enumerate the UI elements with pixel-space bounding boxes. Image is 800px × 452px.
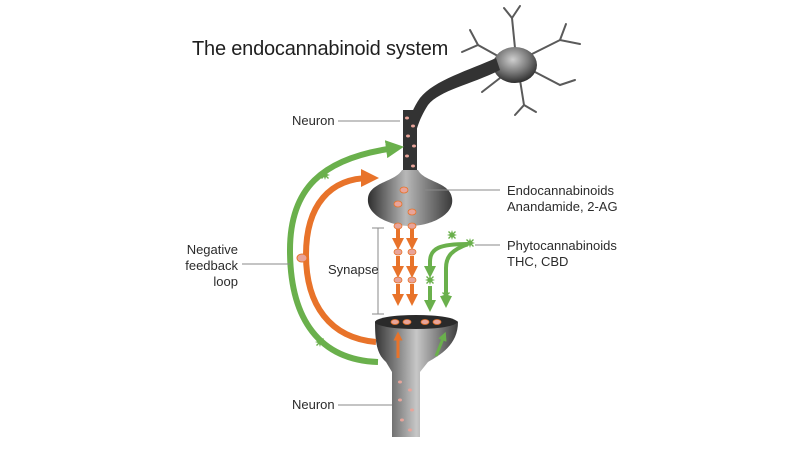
cannabis-leaf-icon xyxy=(314,336,326,348)
label-neuron-top: Neuron xyxy=(292,113,335,128)
diagram-title: The endocannabinoid system xyxy=(192,38,449,60)
label-negative-feedback-line1: Negative xyxy=(186,242,238,257)
vesicle-icon xyxy=(296,253,308,263)
leader-lines xyxy=(242,120,500,406)
phytocannabinoid-arrows xyxy=(424,242,469,312)
label-phytocannabinoids-line2: THC, CBD xyxy=(507,254,569,269)
top-neuron-soma xyxy=(461,5,581,116)
label-negative-feedback-loop: Negative feedback loop xyxy=(170,242,238,290)
label-endocannabinoids: Endocannabinoids Anandamide, 2-AG xyxy=(507,183,618,215)
cannabis-leaf-icon xyxy=(440,290,452,302)
label-endocannabinoids-line1: Endocannabinoids xyxy=(507,183,614,198)
cannabis-leaf-icon xyxy=(446,229,458,241)
label-endocannabinoids-line2: Anandamide, 2-AG xyxy=(507,199,618,214)
label-negative-feedback-line2: feedback xyxy=(185,258,238,273)
postsynaptic-terminal xyxy=(375,315,458,437)
top-axon-shaft xyxy=(403,110,417,180)
endocannabinoid-release-arrows xyxy=(392,228,418,306)
axon-vesicles xyxy=(398,116,416,432)
label-synapse: Synapse xyxy=(328,262,379,277)
top-axon xyxy=(404,58,500,170)
label-phytocannabinoids: Phytocannabinoids THC, CBD xyxy=(507,238,617,270)
postsynaptic-arrows xyxy=(393,331,447,358)
presynaptic-terminal xyxy=(367,170,453,226)
label-negative-feedback-line3: loop xyxy=(213,274,238,289)
synapse-bracket xyxy=(372,227,384,315)
label-neuron-bottom: Neuron xyxy=(292,397,335,412)
cannabis-leaf-icon xyxy=(424,274,436,286)
cannabis-leaf-icon xyxy=(464,237,476,249)
label-phytocannabinoids-line1: Phytocannabinoids xyxy=(507,238,617,253)
cannabis-leaf-icon xyxy=(319,169,331,181)
